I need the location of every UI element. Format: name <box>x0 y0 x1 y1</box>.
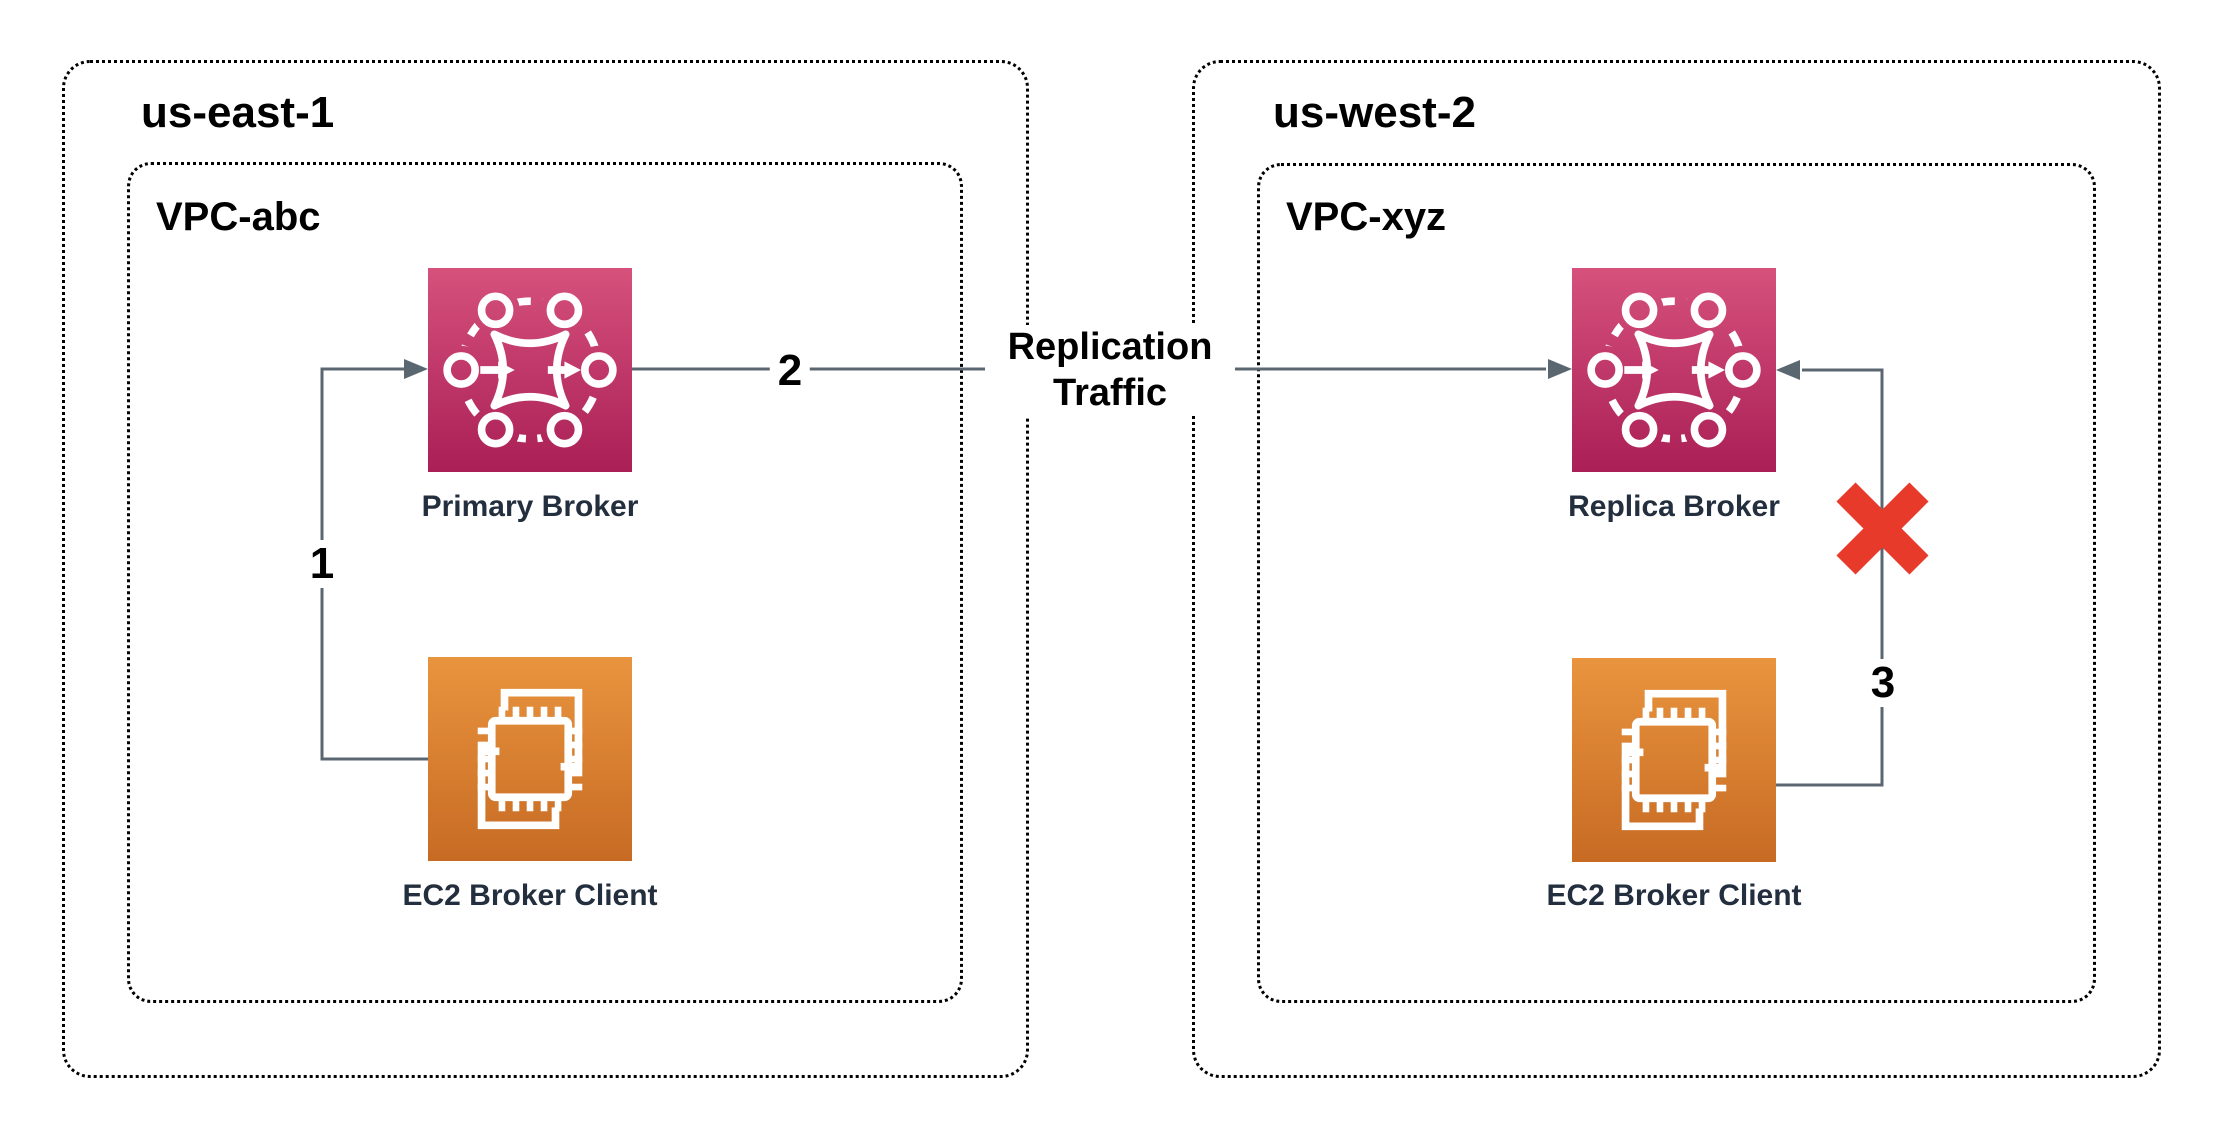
region-box-us-west-2 <box>1192 60 2161 1078</box>
ec2-client-east-node <box>428 657 632 861</box>
amazon-mq-broker-icon <box>443 292 617 448</box>
primary-broker-label: Primary Broker <box>421 490 639 523</box>
ec2-client-west-node <box>1572 658 1776 862</box>
red-x-icon <box>1836 482 1929 575</box>
primary-broker-node <box>428 268 632 472</box>
ec2-instance-icon <box>1621 689 1727 831</box>
region-label-us-east-1: us-east-1 <box>141 88 335 137</box>
connection-3-arrow <box>1776 360 1884 787</box>
amazon-mq-broker-icon <box>1587 292 1761 448</box>
step-2-number: 2 <box>769 347 811 395</box>
replica-broker-node <box>1572 268 1776 472</box>
ec2-instance-icon <box>477 688 583 830</box>
region-box-us-east-1 <box>62 60 1029 1078</box>
vpc-label-vpc-xyz: VPC-xyz <box>1286 195 1447 239</box>
vpc-box-vpc-abc <box>127 162 963 1003</box>
ec2-client-east-label: EC2 Broker Client <box>402 879 658 912</box>
vpc-label-vpc-abc: VPC-abc <box>156 195 321 239</box>
ec2-client-west-label: EC2 Broker Client <box>1546 879 1802 912</box>
step-1-number: 1 <box>301 540 343 588</box>
replication-traffic-label: Replication Traffic <box>985 325 1235 417</box>
region-label-us-west-2: us-west-2 <box>1273 88 1476 137</box>
vpc-box-vpc-xyz <box>1257 163 2096 1003</box>
replica-broker-label: Replica Broker <box>1568 490 1780 523</box>
step-3-number: 3 <box>1862 659 1904 707</box>
